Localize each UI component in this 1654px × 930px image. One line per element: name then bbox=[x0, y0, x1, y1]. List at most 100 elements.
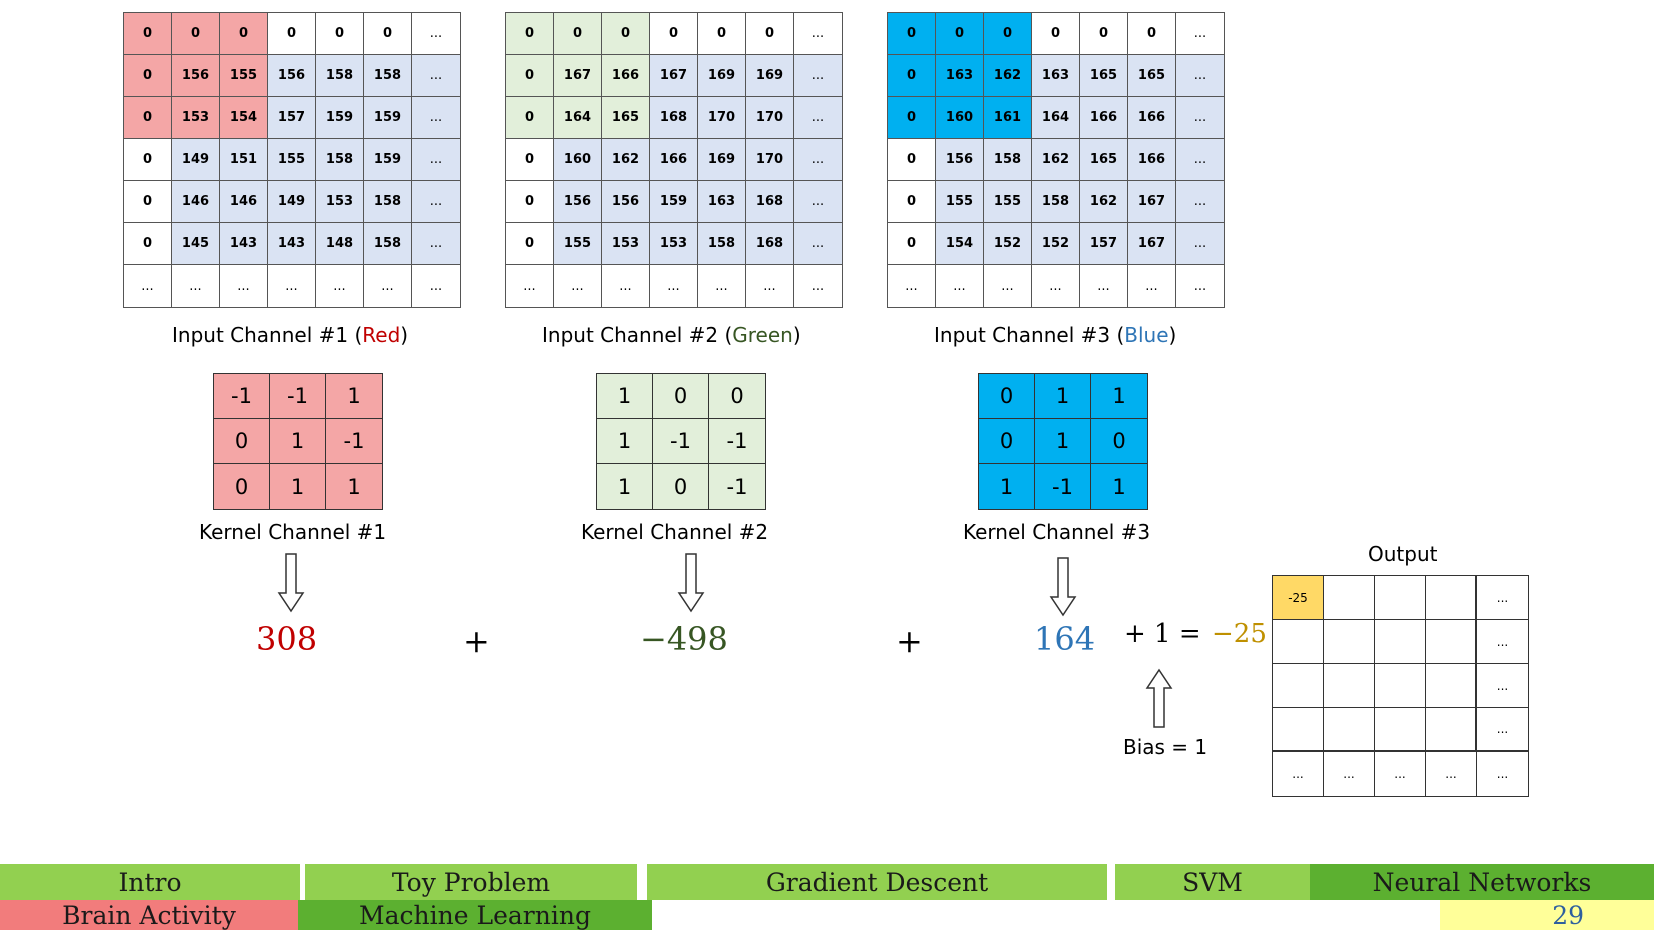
input-cell: 157 bbox=[1080, 223, 1128, 265]
input-cell: 162 bbox=[1032, 139, 1080, 181]
input-cell: 0 bbox=[888, 181, 936, 223]
kernel-cell: 0 bbox=[653, 464, 709, 509]
input-cell: ... bbox=[412, 139, 460, 181]
output-cell bbox=[1375, 664, 1426, 708]
input-cell: 155 bbox=[268, 139, 316, 181]
input-cell: 168 bbox=[746, 223, 794, 265]
nav-toy-problem[interactable]: Toy Problem bbox=[305, 864, 637, 900]
input-cell: 143 bbox=[220, 223, 268, 265]
input-cell: 163 bbox=[936, 55, 984, 97]
input-cell: 167 bbox=[1128, 181, 1176, 223]
output-cell bbox=[1324, 576, 1375, 620]
input-cell: 168 bbox=[650, 97, 698, 139]
kernel-cell: 1 bbox=[1035, 419, 1091, 464]
input-cell: ... bbox=[1176, 181, 1224, 223]
kernel-cell: 0 bbox=[1091, 419, 1147, 464]
kernel-cell: 1 bbox=[270, 464, 326, 509]
up-arrow-icon bbox=[1145, 668, 1173, 728]
kernel-cell: 0 bbox=[979, 374, 1035, 419]
input-cell: 167 bbox=[554, 55, 602, 97]
input-cell: 169 bbox=[746, 55, 794, 97]
input-cell: ... bbox=[794, 181, 842, 223]
nav-intro[interactable]: Intro bbox=[0, 864, 300, 900]
input-cell: ... bbox=[220, 265, 268, 307]
input-cell: 158 bbox=[364, 223, 412, 265]
input-cell: 0 bbox=[172, 13, 220, 55]
input-cell: 149 bbox=[172, 139, 220, 181]
input-cell: 0 bbox=[124, 223, 172, 265]
output-cell bbox=[1273, 708, 1324, 752]
input-cell: ... bbox=[1080, 265, 1128, 307]
output-cell: -25 bbox=[1273, 576, 1324, 620]
kernel-cell: 1 bbox=[326, 464, 382, 509]
channel-2-sum: −498 bbox=[640, 620, 728, 658]
input-cell: 156 bbox=[268, 55, 316, 97]
input-cell: ... bbox=[936, 265, 984, 307]
input-cell: 158 bbox=[316, 139, 364, 181]
kernel-cell: 0 bbox=[979, 419, 1035, 464]
page-number: 29 bbox=[1440, 900, 1654, 930]
input-cell: 145 bbox=[172, 223, 220, 265]
input-cell: ... bbox=[506, 265, 554, 307]
output-cell bbox=[1426, 576, 1477, 620]
output-cell bbox=[1375, 620, 1426, 664]
input-cell: 165 bbox=[1080, 55, 1128, 97]
input-cell: 166 bbox=[602, 55, 650, 97]
input-cell: 155 bbox=[220, 55, 268, 97]
output-cell: ... bbox=[1477, 708, 1528, 752]
nav-svm[interactable]: SVM bbox=[1115, 864, 1310, 900]
input-cell: 157 bbox=[268, 97, 316, 139]
input-cell: 0 bbox=[124, 139, 172, 181]
input-cell: 0 bbox=[268, 13, 316, 55]
input-cell: ... bbox=[1176, 13, 1224, 55]
input-cell: 148 bbox=[316, 223, 364, 265]
nav-neural-networks[interactable]: Neural Networks bbox=[1310, 864, 1654, 900]
input-cell: ... bbox=[124, 265, 172, 307]
plus-sign: + bbox=[463, 622, 490, 660]
input-cell: 155 bbox=[984, 181, 1032, 223]
input-cell: 167 bbox=[1128, 223, 1176, 265]
nav-brain-activity[interactable]: Brain Activity bbox=[0, 900, 298, 930]
output-cell bbox=[1324, 664, 1375, 708]
input-cell: 163 bbox=[1032, 55, 1080, 97]
output-cell bbox=[1375, 576, 1426, 620]
input-cell: ... bbox=[984, 265, 1032, 307]
input-cell: ... bbox=[1176, 223, 1224, 265]
input-cell: 0 bbox=[888, 13, 936, 55]
input-cell: 166 bbox=[1128, 139, 1176, 181]
kernel-cell: 0 bbox=[214, 464, 270, 509]
input-cell: 170 bbox=[746, 139, 794, 181]
input-cell: 0 bbox=[506, 181, 554, 223]
input-cell: 149 bbox=[268, 181, 316, 223]
input-cell: 169 bbox=[698, 139, 746, 181]
nav-gradient-descent[interactable]: Gradient Descent bbox=[647, 864, 1107, 900]
input-cell: 0 bbox=[506, 55, 554, 97]
input-cell: ... bbox=[794, 13, 842, 55]
kernel-cell: 1 bbox=[597, 374, 653, 419]
input-cell: 155 bbox=[936, 181, 984, 223]
input-cell: 152 bbox=[984, 223, 1032, 265]
down-arrow-icon bbox=[277, 553, 305, 613]
input-cell: 0 bbox=[984, 13, 1032, 55]
nav-machine-learning[interactable]: Machine Learning bbox=[298, 900, 652, 930]
output-cell bbox=[1273, 664, 1324, 708]
input-cell: 0 bbox=[506, 223, 554, 265]
kernel-channel-1-caption: Kernel Channel #1 bbox=[199, 520, 387, 544]
input-cell: ... bbox=[412, 97, 460, 139]
input-cell: 146 bbox=[172, 181, 220, 223]
input-cell: ... bbox=[412, 265, 460, 307]
input-cell: 160 bbox=[936, 97, 984, 139]
kernel-cell: -1 bbox=[214, 374, 270, 419]
input-cell: 0 bbox=[316, 13, 364, 55]
kernel-cell: -1 bbox=[1035, 464, 1091, 509]
input-cell: 143 bbox=[268, 223, 316, 265]
kernel-cell: 1 bbox=[1091, 374, 1147, 419]
output-cell bbox=[1426, 664, 1477, 708]
output-cell: ... bbox=[1273, 752, 1324, 796]
input-cell: 0 bbox=[1080, 13, 1128, 55]
kernel-cell: -1 bbox=[326, 419, 382, 464]
